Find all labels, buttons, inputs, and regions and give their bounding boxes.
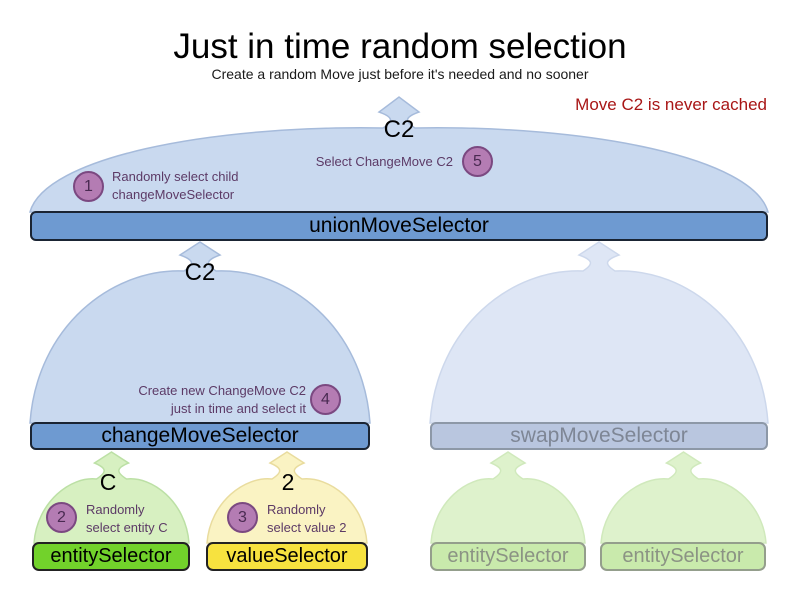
step-1-line1: Randomly select child <box>112 169 239 184</box>
step-3-line1: Randomly <box>267 502 326 517</box>
entity-output-label: C <box>99 469 117 495</box>
step-2-badge: 2 <box>46 502 77 533</box>
union-move-selector-bar: unionMoveSelector <box>30 211 768 241</box>
step-4-line1: Create new ChangeMove C2 <box>138 383 306 398</box>
step-3-badge: 3 <box>227 502 258 533</box>
page-title: Just in time random selection <box>173 27 627 66</box>
step-4-badge: 4 <box>310 384 341 415</box>
union-output-label: C2 <box>383 116 415 143</box>
change-dome-arrow <box>29 241 371 424</box>
step-1-line2: changeMoveSelector <box>112 187 235 202</box>
note-never-cached: Move C2 is never cached <box>575 95 767 114</box>
step-1-text: Randomly select child changeMoveSelector <box>112 168 238 204</box>
entity-faded-dome-arrow-left <box>430 451 586 544</box>
step-5-badge: 5 <box>462 146 493 177</box>
step-4-text: Create new ChangeMove C2 just in time an… <box>110 382 306 418</box>
step-2-line2: select entity C <box>86 520 168 535</box>
entity-selector-faded-bar-left: entitySelector <box>430 542 586 571</box>
union-dome-arrow <box>29 96 769 213</box>
entity-faded-dome-arrow-right <box>600 451 767 544</box>
step-5-line1: Select ChangeMove C2 <box>315 154 453 169</box>
swap-dome-arrow <box>429 241 769 424</box>
step-3-text: Randomly select value 2 <box>267 501 347 537</box>
step-4-line2: just in time and select it <box>170 401 306 416</box>
step-5-text: Select ChangeMove C2 <box>300 153 453 171</box>
change-move-selector-bar: changeMoveSelector <box>30 422 370 450</box>
change-output-label: C2 <box>184 259 216 286</box>
step-1-badge: 1 <box>73 171 104 202</box>
swap-move-selector-bar: swapMoveSelector <box>430 422 768 450</box>
page-subtitle: Create a random Move just before it's ne… <box>211 66 589 82</box>
entity-selector-bar: entitySelector <box>32 542 190 571</box>
value-output-label: 2 <box>281 469 295 495</box>
entity-selector-faded-bar-right: entitySelector <box>600 542 766 571</box>
step-2-line1: Randomly <box>86 502 145 517</box>
step-2-text: Randomly select entity C <box>86 501 168 537</box>
value-selector-bar: valueSelector <box>206 542 368 571</box>
step-3-line2: select value 2 <box>267 520 347 535</box>
